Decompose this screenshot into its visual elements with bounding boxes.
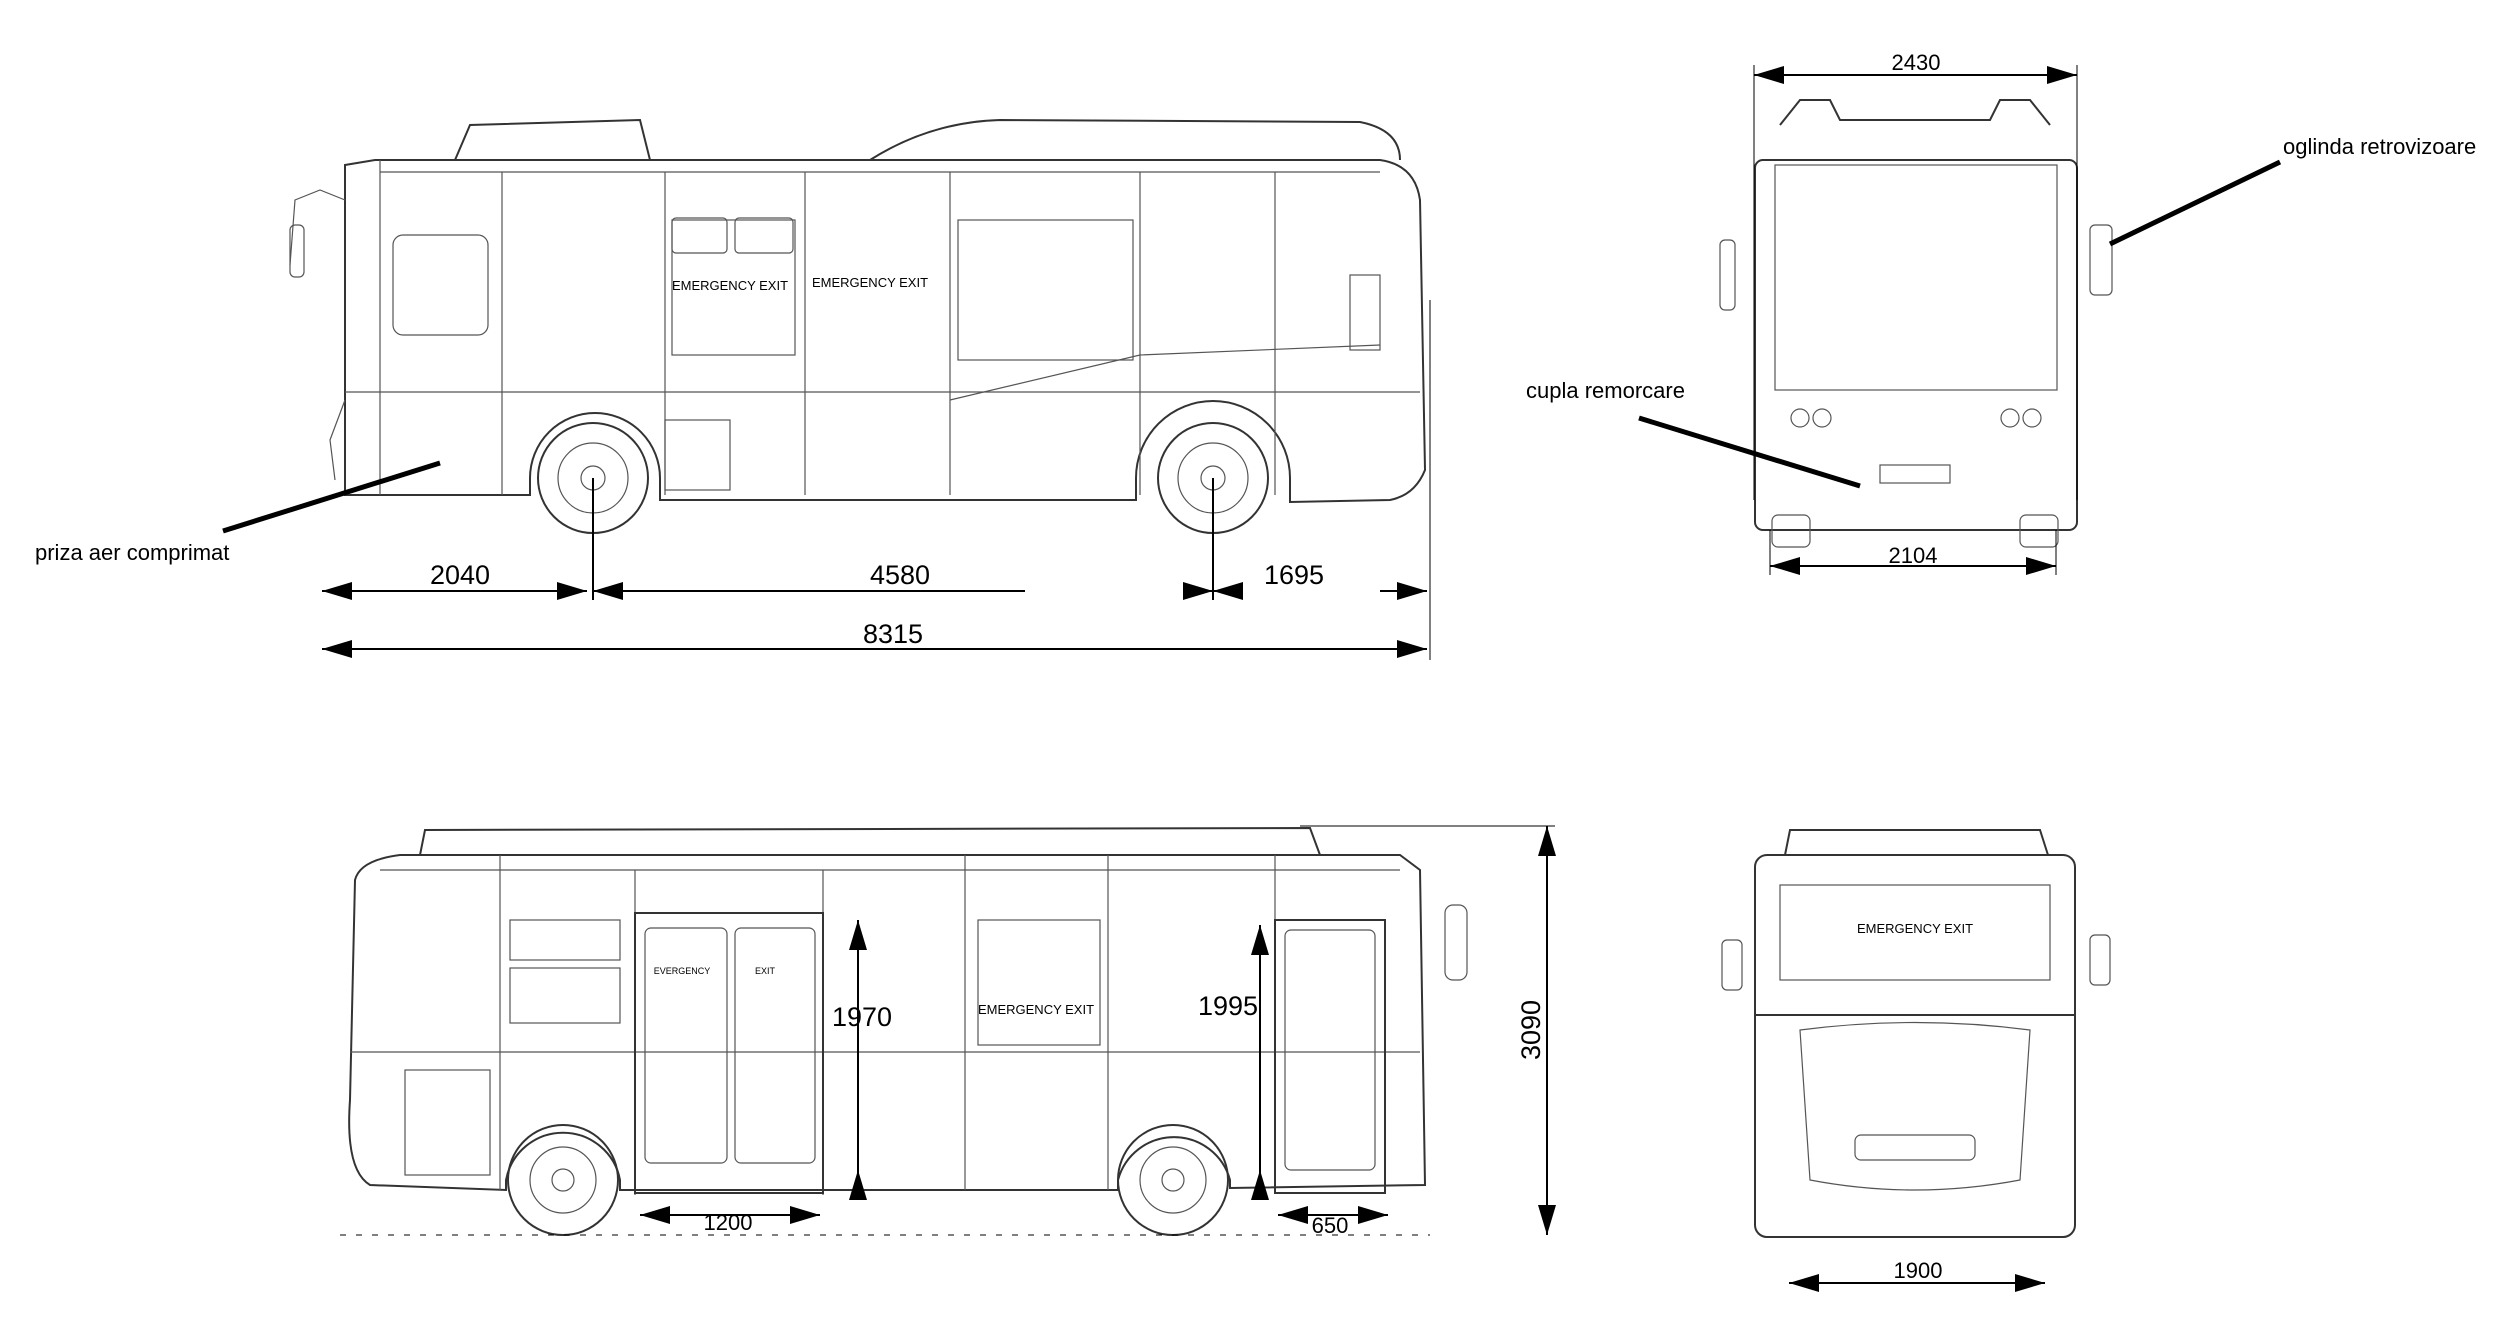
dim-rear-overhang: 1695 [1264,560,1324,590]
side-view-left: EMERGENCY EXIT EMERGENCY EXIT 2040 4580 … [35,118,1431,660]
rear-emergency-window [1779,884,2051,981]
dim-overall-width: 2430 [1892,50,1941,75]
mirror-icon [1444,904,1468,981]
dim-door2-height: 1995 [1198,991,1258,1021]
door-2 [1274,919,1386,1194]
dim-door2-width: 650 [1312,1213,1349,1238]
front-view: 2430 2104 oglinda retrovizoare cupla rem… [1526,50,2476,575]
callout-leader [222,460,441,534]
bus-body-outline [348,854,1427,1192]
emergency-exit-label: EMERGENCY EXIT [672,278,788,293]
dim-track-width: 2104 [1889,543,1938,568]
dim-overall-height: 3090 [1516,1000,1546,1060]
side-view-right: EVERGENCY EXIT EMERGENCY EXIT 1970 1995 … [340,825,1556,1238]
dim-door1-width: 1200 [704,1210,753,1235]
door-1 [634,912,824,1194]
emergency-exit-label: EMERGENCY EXIT [1857,921,1973,936]
front-wheel [507,1124,619,1236]
dim-overall-length: 8315 [863,619,923,649]
rear-view: EMERGENCY EXIT 1900 [1721,829,2111,1292]
mirror-icon [2089,224,2113,296]
rear-body [1754,854,2076,1238]
callout-tow-coupling: cupla remorcare [1526,378,1685,403]
roof-unit [454,118,1401,161]
callout-mirror: oglinda retrovizoare [2283,134,2476,159]
door-label-left: EVERGENCY [654,966,711,976]
dim-front-overhang: 2040 [430,560,490,590]
callout-compressed-air: priza aer comprimat [35,540,229,565]
bus-body-outline [344,159,1427,504]
front-body [1754,159,2078,531]
emergency-exit-label: EMERGENCY EXIT [812,275,928,290]
engine-grille [404,1069,491,1176]
dim-door1-height: 1970 [832,1002,892,1032]
dim-wheelbase: 4580 [870,560,930,590]
rear-wheel [1117,1124,1229,1236]
door-label-right: EXIT [755,966,776,976]
license-plate [1879,464,1951,484]
dim-rear-track: 1900 [1894,1258,1943,1283]
mirror-icon [289,224,305,278]
emergency-exit-label: EMERGENCY EXIT [978,1002,1094,1017]
